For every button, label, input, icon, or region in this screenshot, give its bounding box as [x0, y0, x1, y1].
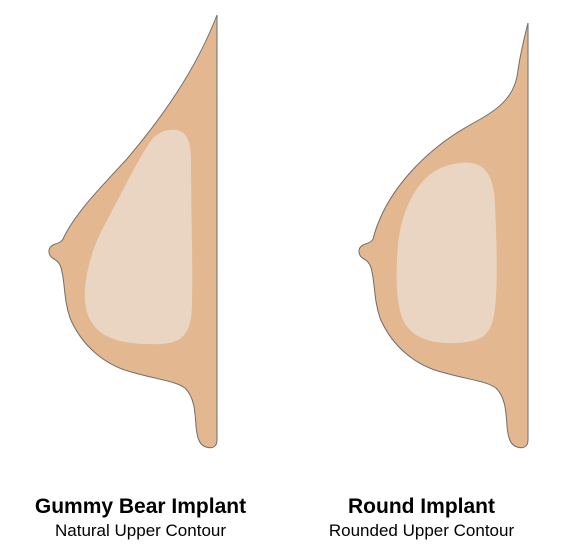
round-implant-caption: Round Implant Rounded Upper Contour [281, 494, 562, 542]
round-implant-profile [359, 23, 528, 448]
gummy-bear-caption: Gummy Bear Implant Natural Upper Contour [0, 494, 281, 542]
round-implant-subtitle: Rounded Upper Contour [281, 520, 562, 542]
gummy-bear-subtitle: Natural Upper Contour [0, 520, 281, 542]
gummy-bear-implant [85, 130, 193, 344]
implant-comparison-diagram [0, 0, 562, 470]
round-implant-title: Round Implant [281, 494, 562, 520]
gummy-bear-title: Gummy Bear Implant [0, 494, 281, 520]
gummy-bear-profile [49, 15, 217, 448]
